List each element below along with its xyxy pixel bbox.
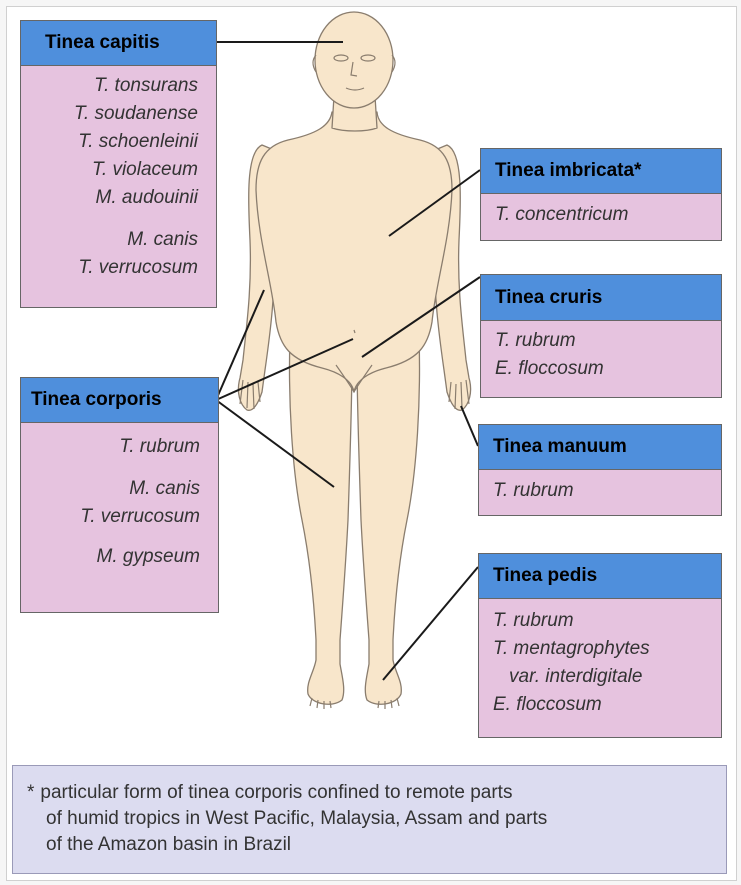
species-item: T. soudanense <box>21 100 198 128</box>
species-item: T. mentagrophytes <box>493 635 721 663</box>
tinea-manuum-box: Tinea manuum T. rubrum <box>478 424 722 516</box>
footnote-line: * particular form of tinea corporis confi… <box>27 780 716 806</box>
species-item: T. concentricum <box>495 201 721 229</box>
species-item: T. schoenleinii <box>21 128 198 156</box>
tinea-capitis-box: Tinea capitis T. tonsurans T. soudanense… <box>20 20 217 308</box>
footnote-line: of the Amazon basin in Brazil <box>27 832 716 858</box>
tinea-capitis-title: Tinea capitis <box>21 21 216 66</box>
species-item: E. floccosum <box>495 355 721 383</box>
tinea-manuum-title: Tinea manuum <box>479 425 721 470</box>
tinea-pedis-box: Tinea pedis T. rubrum T. mentagrophytes … <box>478 553 722 738</box>
left-leg <box>290 335 353 704</box>
species-item: M. canis <box>21 475 200 503</box>
species-item: T. rubrum <box>493 607 721 635</box>
species-item: T. rubrum <box>493 477 721 505</box>
tinea-corporis-title: Tinea corporis <box>21 378 218 423</box>
footnote-star: * <box>27 782 34 803</box>
species-item: T. rubrum <box>495 327 721 355</box>
tinea-cruris-title: Tinea cruris <box>481 275 721 321</box>
tinea-capitis-species: T. tonsurans T. soudanense T. schoenlein… <box>21 66 216 282</box>
species-item: var. interdigitale <box>493 663 721 691</box>
tinea-pedis-species: T. rubrum T. mentagrophytes var. interdi… <box>479 599 721 719</box>
torso <box>256 112 452 392</box>
tinea-cruris-box: Tinea cruris T. rubrum E. floccosum <box>480 274 722 398</box>
tinea-imbricata-box: Tinea imbricata* T. concentricum <box>480 148 722 241</box>
tinea-imbricata-title: Tinea imbricata* <box>481 149 721 194</box>
species-item: T. tonsurans <box>21 72 198 100</box>
leader-manuum <box>461 406 478 446</box>
species-item: T. rubrum <box>21 433 200 461</box>
tinea-cruris-species: T. rubrum E. floccosum <box>481 321 721 383</box>
species-item: T. verrucosum <box>21 503 200 531</box>
tinea-imbricata-species: T. concentricum <box>481 194 721 229</box>
tinea-pedis-title: Tinea pedis <box>479 554 721 599</box>
head <box>315 12 393 108</box>
species-item: T. violaceum <box>21 156 198 184</box>
footnote-text: particular form of tinea corporis confin… <box>40 782 512 803</box>
species-item: M. canis <box>21 226 198 254</box>
species-item: E. floccosum <box>493 691 721 719</box>
tinea-manuum-species: T. rubrum <box>479 470 721 505</box>
footnote-panel: * particular form of tinea corporis confi… <box>12 765 727 874</box>
species-item: T. verrucosum <box>21 254 198 282</box>
tinea-corporis-box: Tinea corporis T. rubrum M. canis T. ver… <box>20 377 219 613</box>
species-item: M. audouinii <box>21 184 198 212</box>
species-item: M. gypseum <box>21 543 200 571</box>
tinea-corporis-species: T. rubrum M. canis T. verrucosum M. gyps… <box>21 423 218 571</box>
footnote-line: of humid tropics in West Pacific, Malays… <box>27 806 716 832</box>
